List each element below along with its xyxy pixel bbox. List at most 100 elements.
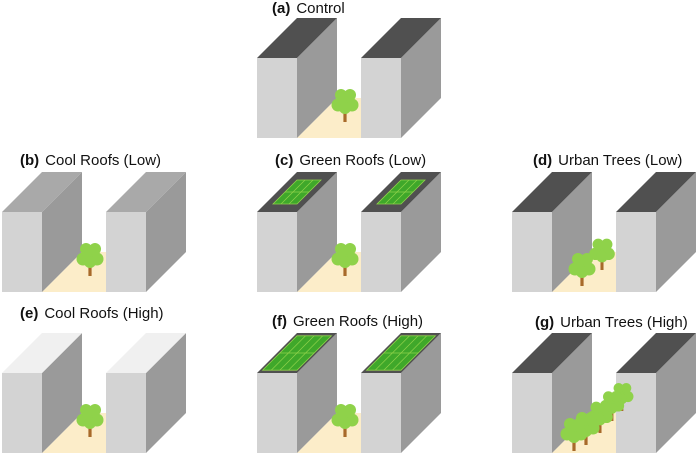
tree-canopy bbox=[585, 412, 597, 424]
tree-canopy bbox=[594, 414, 606, 426]
tree bbox=[76, 243, 104, 276]
tree-canopy bbox=[344, 404, 356, 416]
panel-e-label: (e) Cool Roofs (High) bbox=[20, 305, 164, 323]
tree-canopy bbox=[572, 253, 584, 265]
tree-canopy bbox=[611, 391, 622, 403]
right-building-front bbox=[106, 373, 146, 453]
tree bbox=[331, 89, 359, 122]
tree-canopy bbox=[581, 253, 593, 265]
tree-canopy bbox=[576, 266, 588, 278]
tree-canopy bbox=[599, 401, 611, 414]
panel-e-title: Cool Roofs (High) bbox=[44, 305, 164, 322]
tree bbox=[331, 243, 359, 276]
panel-f-title: Green Roofs (High) bbox=[293, 313, 424, 330]
panel-f-letter: (f) bbox=[272, 313, 287, 330]
scene-urban-trees-low bbox=[512, 170, 696, 292]
tree bbox=[568, 253, 596, 286]
right-building bbox=[361, 333, 441, 453]
tree-trunk bbox=[572, 439, 576, 451]
tree bbox=[76, 404, 104, 437]
tree bbox=[589, 238, 615, 270]
right-building bbox=[106, 172, 186, 292]
scene-green-roofs-low bbox=[257, 170, 441, 292]
left-building bbox=[2, 333, 82, 453]
tree-canopy bbox=[344, 243, 356, 255]
tree-canopy bbox=[564, 418, 576, 430]
tree-canopy bbox=[596, 251, 608, 263]
right-roof bbox=[361, 18, 441, 58]
tree-trunk bbox=[600, 258, 604, 270]
panel-a-title: Control bbox=[296, 0, 345, 17]
tree-canopy bbox=[601, 238, 613, 251]
panel-a-label: (a) Control bbox=[272, 0, 345, 18]
right-roof bbox=[616, 333, 696, 373]
panel-e-letter: (e) bbox=[20, 305, 39, 322]
scene-svg bbox=[512, 333, 696, 453]
right-building bbox=[616, 172, 696, 292]
right-building-front bbox=[361, 373, 401, 453]
left-roof bbox=[512, 333, 592, 373]
tree-canopy bbox=[89, 243, 101, 255]
tree-trunk bbox=[343, 110, 347, 122]
right-roof bbox=[106, 172, 186, 212]
panel-g-letter: (g) bbox=[535, 314, 555, 331]
scene-cool-roofs-low bbox=[2, 170, 186, 292]
tree bbox=[560, 418, 588, 451]
tree-canopy bbox=[335, 404, 347, 416]
tree-canopy bbox=[613, 382, 624, 394]
tree-canopy bbox=[84, 256, 96, 268]
tree-trunk bbox=[584, 433, 588, 445]
right-roof bbox=[616, 172, 696, 212]
panel-c-label: (c) Green Roofs (Low) bbox=[275, 152, 426, 170]
scene-cool-roofs-high bbox=[2, 331, 186, 453]
panel-c-title: Green Roofs (Low) bbox=[299, 152, 427, 169]
scene-svg bbox=[512, 172, 696, 292]
right-building-front bbox=[616, 212, 656, 292]
left-roof bbox=[2, 333, 82, 373]
left-roof bbox=[2, 172, 82, 212]
tree bbox=[331, 404, 359, 437]
tree-canopy bbox=[339, 417, 351, 429]
left-building bbox=[2, 172, 82, 292]
right-building-front bbox=[361, 212, 401, 292]
tree-canopy bbox=[84, 417, 96, 429]
right-building bbox=[106, 333, 186, 453]
tree-canopy bbox=[603, 391, 614, 403]
scene-svg bbox=[2, 172, 186, 292]
tree-canopy bbox=[573, 418, 585, 430]
panel-g-title: Urban Trees (High) bbox=[560, 314, 688, 331]
left-roof bbox=[512, 172, 592, 212]
left-building-front bbox=[257, 212, 297, 292]
left-building-front bbox=[512, 212, 552, 292]
tree-canopy bbox=[344, 89, 356, 101]
right-building bbox=[361, 18, 441, 138]
panel-d-title: Urban Trees (Low) bbox=[558, 152, 683, 169]
right-building bbox=[361, 172, 441, 292]
panel-b-label: (b) Cool Roofs (Low) bbox=[20, 152, 161, 170]
scene-green-roofs-high bbox=[257, 331, 441, 453]
left-building bbox=[257, 172, 337, 292]
panel-d-letter: (d) bbox=[533, 152, 553, 169]
panel-a-letter: (a) bbox=[272, 0, 291, 17]
tree-canopy bbox=[80, 404, 92, 416]
panel-b-letter: (b) bbox=[20, 152, 40, 169]
scene-svg bbox=[2, 333, 186, 453]
tree-canopy bbox=[339, 102, 351, 114]
tree-trunk bbox=[598, 421, 602, 433]
panel-c-letter: (c) bbox=[275, 152, 294, 169]
tree-canopy bbox=[621, 382, 632, 394]
tree-canopy bbox=[89, 404, 101, 416]
right-building-front bbox=[106, 212, 146, 292]
scene-svg bbox=[257, 333, 441, 453]
panel-b-title: Cool Roofs (Low) bbox=[45, 152, 162, 169]
left-roof bbox=[257, 18, 337, 58]
tree-canopy bbox=[590, 401, 602, 414]
scene-svg bbox=[257, 172, 441, 292]
left-building-front bbox=[2, 373, 42, 453]
tree-canopy bbox=[335, 243, 347, 255]
tree-canopy bbox=[335, 89, 347, 101]
left-building-front bbox=[512, 373, 552, 453]
panel-g-label: (g) Urban Trees (High) bbox=[535, 314, 688, 332]
tree-trunk bbox=[343, 425, 347, 437]
left-building bbox=[257, 18, 337, 138]
